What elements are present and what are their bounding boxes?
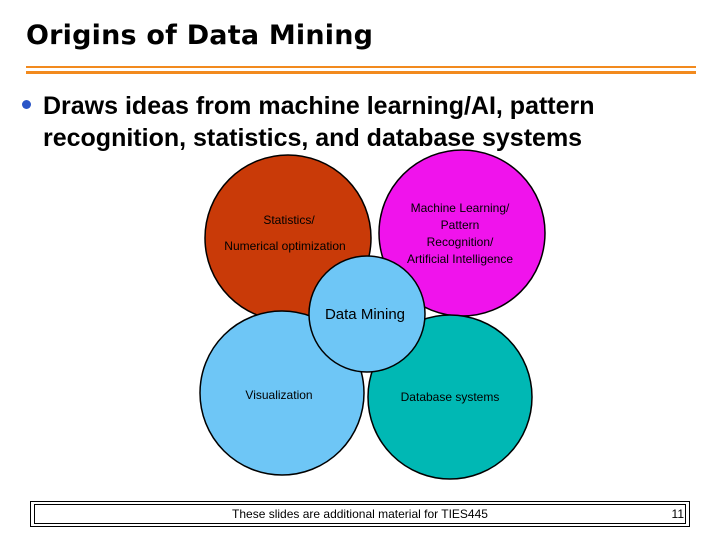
- bullet-dot-icon: [22, 100, 31, 109]
- ml-label-1: Machine Learning/: [411, 201, 510, 215]
- ml-label-4: Artificial Intelligence: [407, 252, 513, 266]
- bullet-text: Draws ideas from machine learning/AI, pa…: [43, 90, 693, 154]
- slide-title: Origins of Data Mining: [26, 20, 374, 51]
- bullet-line-2: recognition, statistics, and database sy…: [43, 124, 583, 152]
- bullet-line-1: Draws ideas from machine learning/AI, pa…: [43, 92, 595, 120]
- database-circle: [367, 314, 533, 480]
- data-mining-label: Data Mining: [325, 306, 405, 323]
- visualization-label: Visualization: [245, 388, 312, 402]
- footer-border-inner: [34, 504, 686, 524]
- footer-text: These slides are additional material for…: [232, 507, 488, 521]
- ml-label-3: Recognition/: [427, 235, 494, 249]
- data-mining-circle: [308, 255, 426, 373]
- statistics-label-2: Numerical optimization: [224, 239, 345, 253]
- title-rule-thin: [26, 66, 696, 68]
- page-number: 11: [671, 507, 684, 521]
- database-label: Database systems: [401, 390, 500, 404]
- title-rule-thick: [26, 71, 696, 74]
- ml-label-2: Pattern: [441, 218, 480, 232]
- statistics-label-1: Statistics/: [263, 213, 315, 227]
- footer-border-outer: [30, 501, 690, 527]
